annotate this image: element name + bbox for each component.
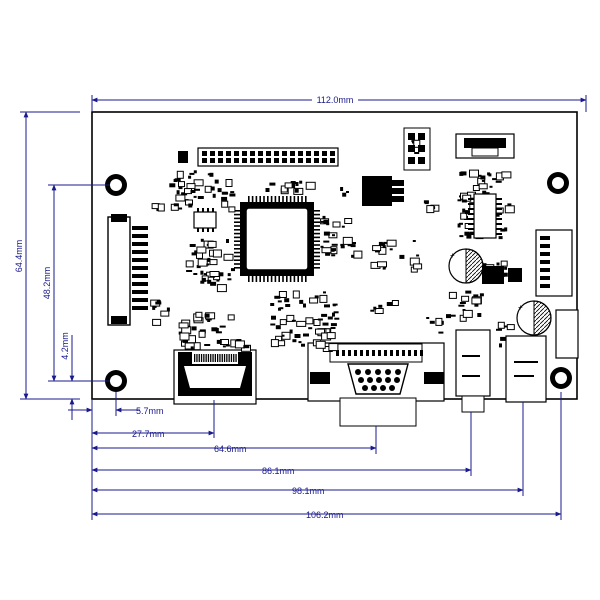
svg-text:+: + bbox=[518, 303, 523, 312]
power-connector-top bbox=[455, 133, 515, 159]
dim-label-hole-offset-bottom: 4.2mm bbox=[60, 332, 70, 360]
dim-label-height-total: 64.4mm bbox=[14, 240, 24, 273]
capacitor-2: + bbox=[516, 300, 552, 336]
mounting-hole-bottom-right bbox=[550, 367, 572, 389]
dim-label-hole-spacing-vertical: 48.2mm bbox=[42, 267, 52, 300]
vga-port bbox=[307, 342, 445, 427]
mounting-hole-top-right bbox=[547, 172, 569, 194]
mounting-hole-bottom-left bbox=[105, 370, 127, 392]
jumper-block bbox=[403, 127, 431, 171]
dim-label-hole-right-center: 106.2mm bbox=[306, 510, 344, 520]
voltage-regulator bbox=[362, 176, 404, 206]
pin-header-top bbox=[178, 147, 339, 167]
dim-label-audio-center: 86.1mm bbox=[262, 466, 295, 476]
hdmi-port bbox=[173, 349, 257, 405]
main-processor-chip bbox=[240, 202, 314, 276]
audio-jack bbox=[455, 329, 491, 413]
dim-label-vga-center: 64.6mm bbox=[214, 444, 247, 454]
dim-label-jack-center: 98.1mm bbox=[292, 486, 325, 496]
mounting-holes bbox=[105, 172, 572, 392]
dc-power-jack bbox=[505, 335, 547, 403]
dim-label-hole-offset-left: 5.7mm bbox=[136, 406, 164, 416]
key-connector-right bbox=[555, 309, 579, 359]
dim-label-hdmi-center: 27.7mm bbox=[132, 429, 165, 439]
mounting-hole-top-left bbox=[105, 174, 127, 196]
capacitor-1: + bbox=[448, 248, 484, 284]
side-connector-right bbox=[535, 229, 573, 297]
dim-label-width-total: 112.0mm bbox=[317, 95, 354, 105]
svg-text:+: + bbox=[450, 251, 455, 260]
lvds-ribbon-connector bbox=[107, 214, 148, 326]
smd-components bbox=[150, 133, 522, 352]
